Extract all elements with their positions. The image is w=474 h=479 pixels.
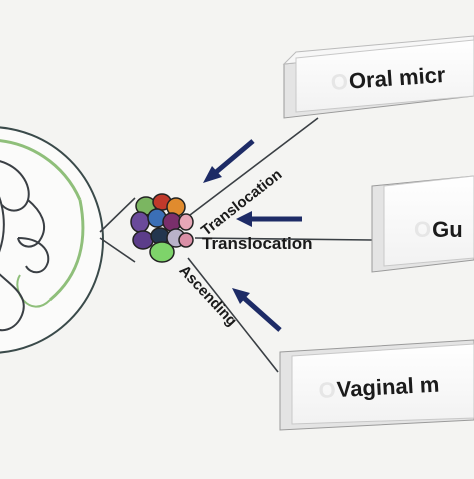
source-prefix: O (414, 217, 432, 242)
path-lines (187, 117, 373, 373)
oral-source-box (282, 35, 474, 119)
source-text: Oral micr (348, 61, 447, 94)
arrow-left-icon (236, 211, 302, 227)
source-label: OGu (414, 217, 463, 243)
vaginal-source-box (279, 339, 474, 431)
source-text: Gu (432, 217, 463, 242)
fetus-icon (0, 160, 50, 332)
source-text: Vaginal m (336, 371, 440, 403)
source-prefix: O (330, 68, 349, 95)
connector-lines (99, 197, 136, 263)
arrow-left-icon (232, 288, 282, 332)
microbe-cluster-icon (130, 193, 194, 263)
path-label: Translocation (202, 234, 313, 253)
gut-source-box (371, 175, 474, 273)
uterus-icon (0, 126, 104, 354)
arrow-left-icon (203, 139, 255, 183)
source-prefix: O (318, 377, 337, 403)
